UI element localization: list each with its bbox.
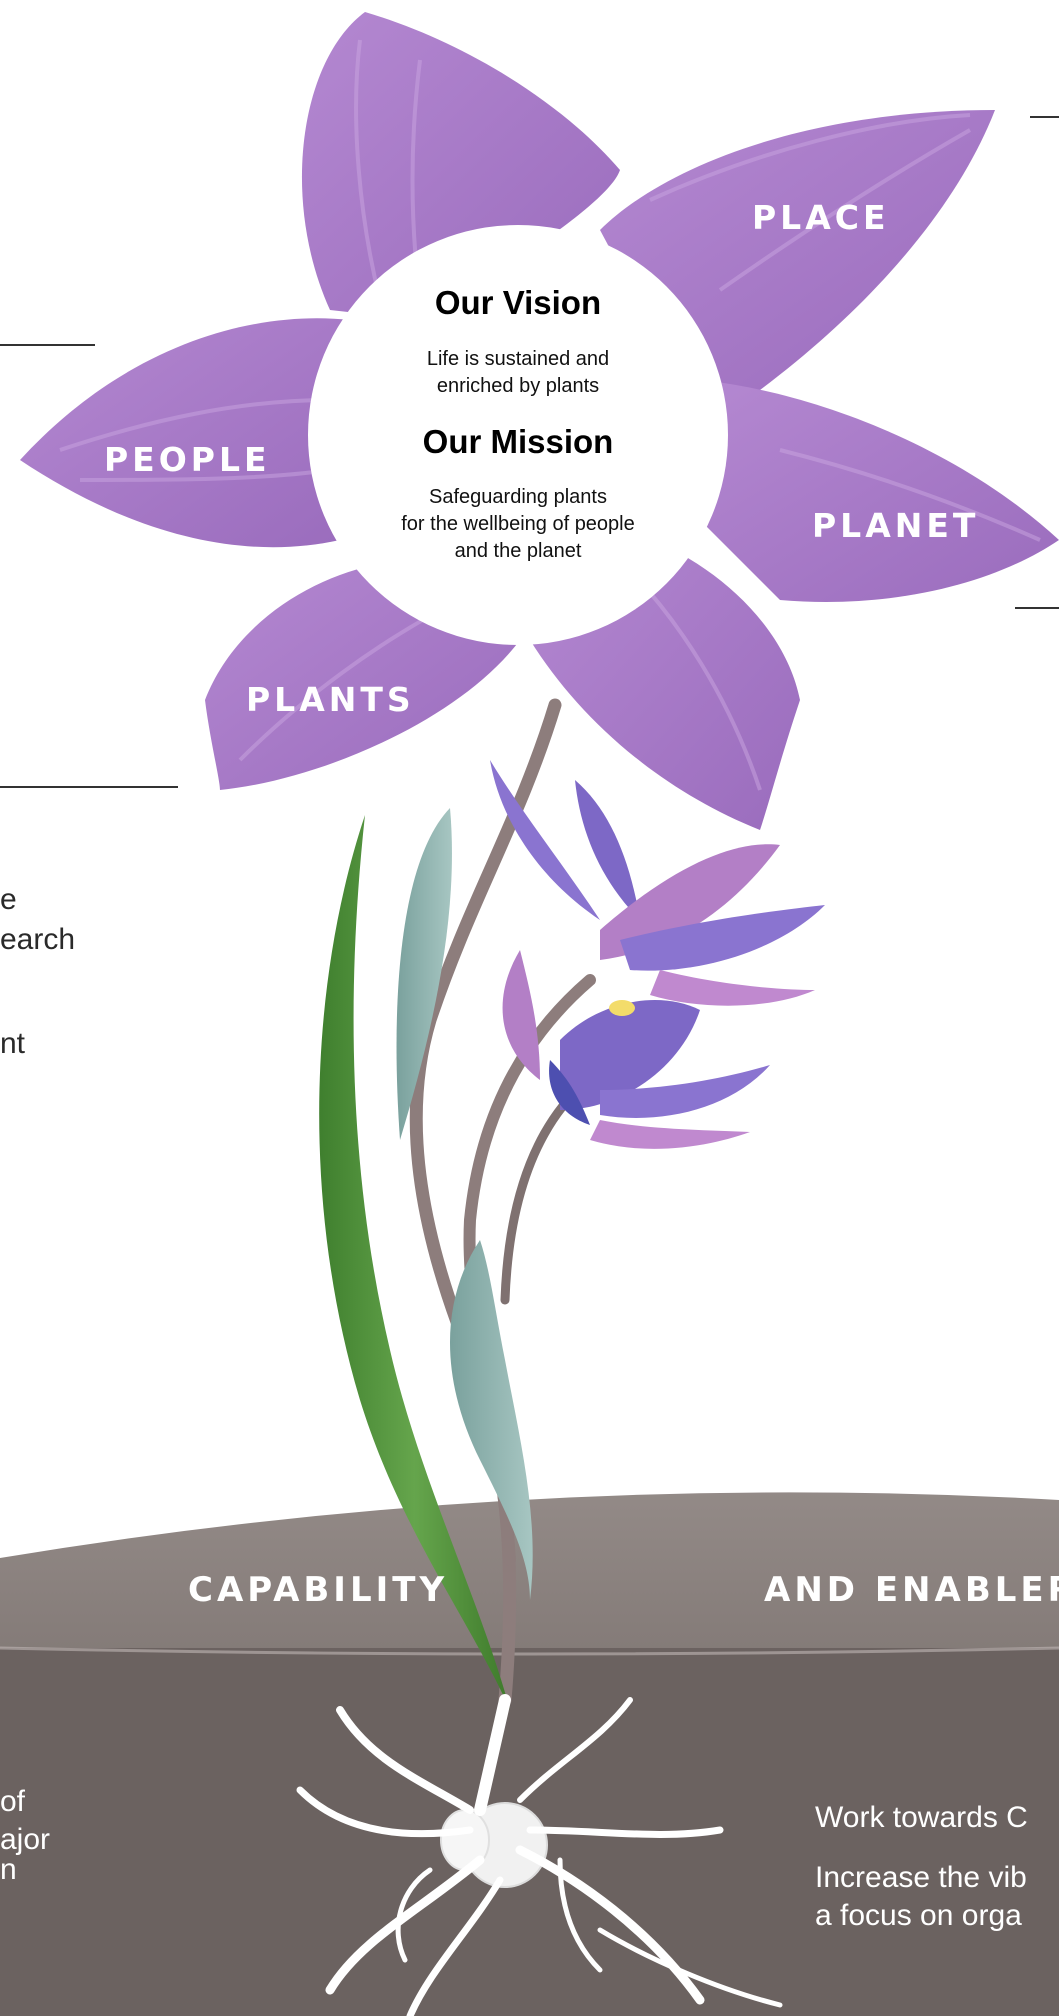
mission-line-1: Safeguarding plants — [318, 484, 718, 511]
vision-line-2: enriched by plants — [318, 373, 718, 400]
vision-text: Life is sustained and enriched by plants — [318, 346, 718, 400]
left-fragment-2: earch — [0, 922, 75, 958]
bottom-left-fragment-3: n — [0, 1852, 17, 1888]
small-flowers — [490, 760, 825, 1149]
bottom-left-fragment-1: of — [0, 1784, 25, 1820]
petal-label-planet: PLANET — [812, 506, 979, 545]
ground-label-enabler: AND ENABLER — [764, 1570, 1059, 1610]
left-fragment-1: e — [0, 882, 17, 918]
petal-label-plants: PLANTS — [246, 680, 415, 719]
petal-planet — [700, 380, 1059, 602]
vision-line-1: Life is sustained and — [318, 346, 718, 373]
bottom-right-line-1: Work towards C — [815, 1800, 1028, 1836]
petal-people — [20, 318, 350, 547]
mission-heading: Our Mission — [318, 423, 718, 461]
mission-text: Safeguarding plants for the wellbeing of… — [318, 484, 718, 565]
bottom-right-line-2: Increase the vib — [815, 1860, 1027, 1896]
mission-line-3: and the planet — [318, 538, 718, 565]
mission-line-2: for the wellbeing of people — [318, 511, 718, 538]
ground-label-capability: CAPABILITY — [188, 1570, 448, 1610]
vision-heading: Our Vision — [318, 284, 718, 322]
petal-label-people: PEOPLE — [104, 440, 271, 479]
bottom-right-line-3: a focus on orga — [815, 1898, 1022, 1934]
left-fragment-3: nt — [0, 1026, 25, 1062]
petal-label-place: PLACE — [752, 198, 890, 237]
